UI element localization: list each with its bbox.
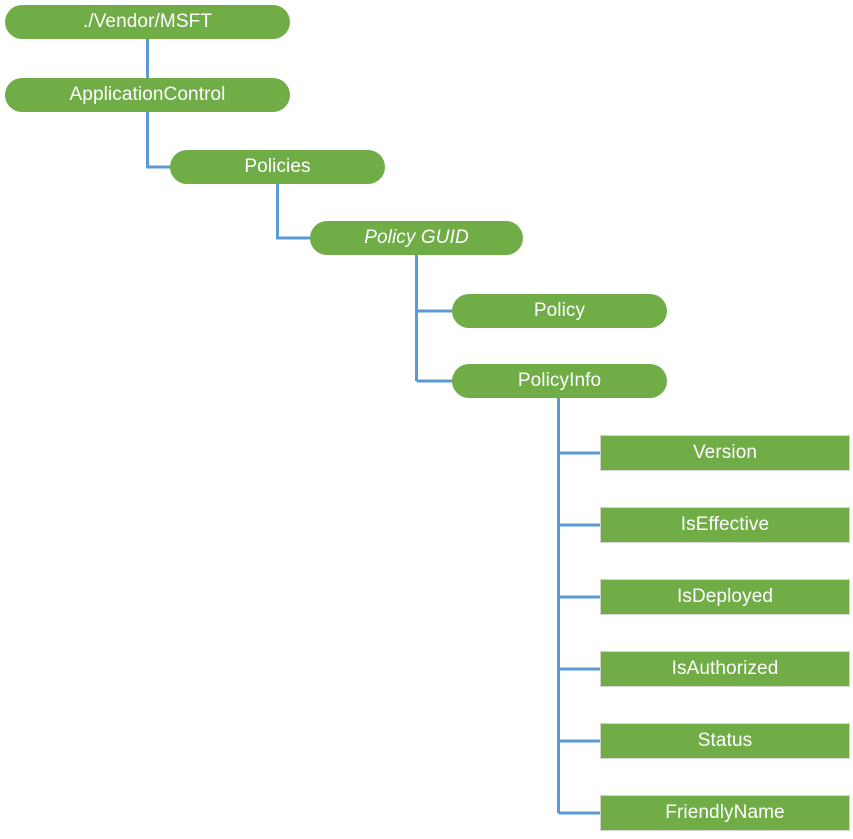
- node-policy-guid[interactable]: Policy GUID: [310, 221, 523, 255]
- connector-policies-to-policyguid: [276, 184, 316, 240]
- node-friendly-name[interactable]: FriendlyName: [600, 795, 850, 831]
- node-version[interactable]: Version: [600, 435, 850, 471]
- node-is-deployed[interactable]: IsDeployed: [600, 579, 850, 615]
- node-label: Status: [697, 729, 753, 751]
- node-label: IsEffective: [680, 513, 770, 535]
- node-label: ./Vendor/MSFT: [82, 10, 213, 32]
- node-label: Policies: [244, 155, 311, 177]
- node-status[interactable]: Status: [600, 723, 850, 759]
- node-policies[interactable]: Policies: [170, 150, 385, 184]
- node-label: Policy: [533, 299, 586, 321]
- node-policy-info[interactable]: PolicyInfo: [452, 364, 667, 398]
- node-policy[interactable]: Policy: [452, 294, 667, 328]
- node-label: Version: [692, 441, 758, 463]
- node-label: IsDeployed: [676, 585, 774, 607]
- node-label: ApplicationControl: [69, 83, 226, 105]
- node-label: Policy GUID: [364, 226, 469, 248]
- node-label: FriendlyName: [665, 801, 785, 823]
- node-is-authorized[interactable]: IsAuthorized: [600, 651, 850, 687]
- node-application-control[interactable]: ApplicationControl: [5, 78, 290, 112]
- node-is-effective[interactable]: IsEffective: [600, 507, 850, 543]
- node-vendor-msft[interactable]: ./Vendor/MSFT: [5, 5, 290, 39]
- node-label: IsAuthorized: [671, 657, 779, 679]
- node-label: PolicyInfo: [517, 369, 602, 391]
